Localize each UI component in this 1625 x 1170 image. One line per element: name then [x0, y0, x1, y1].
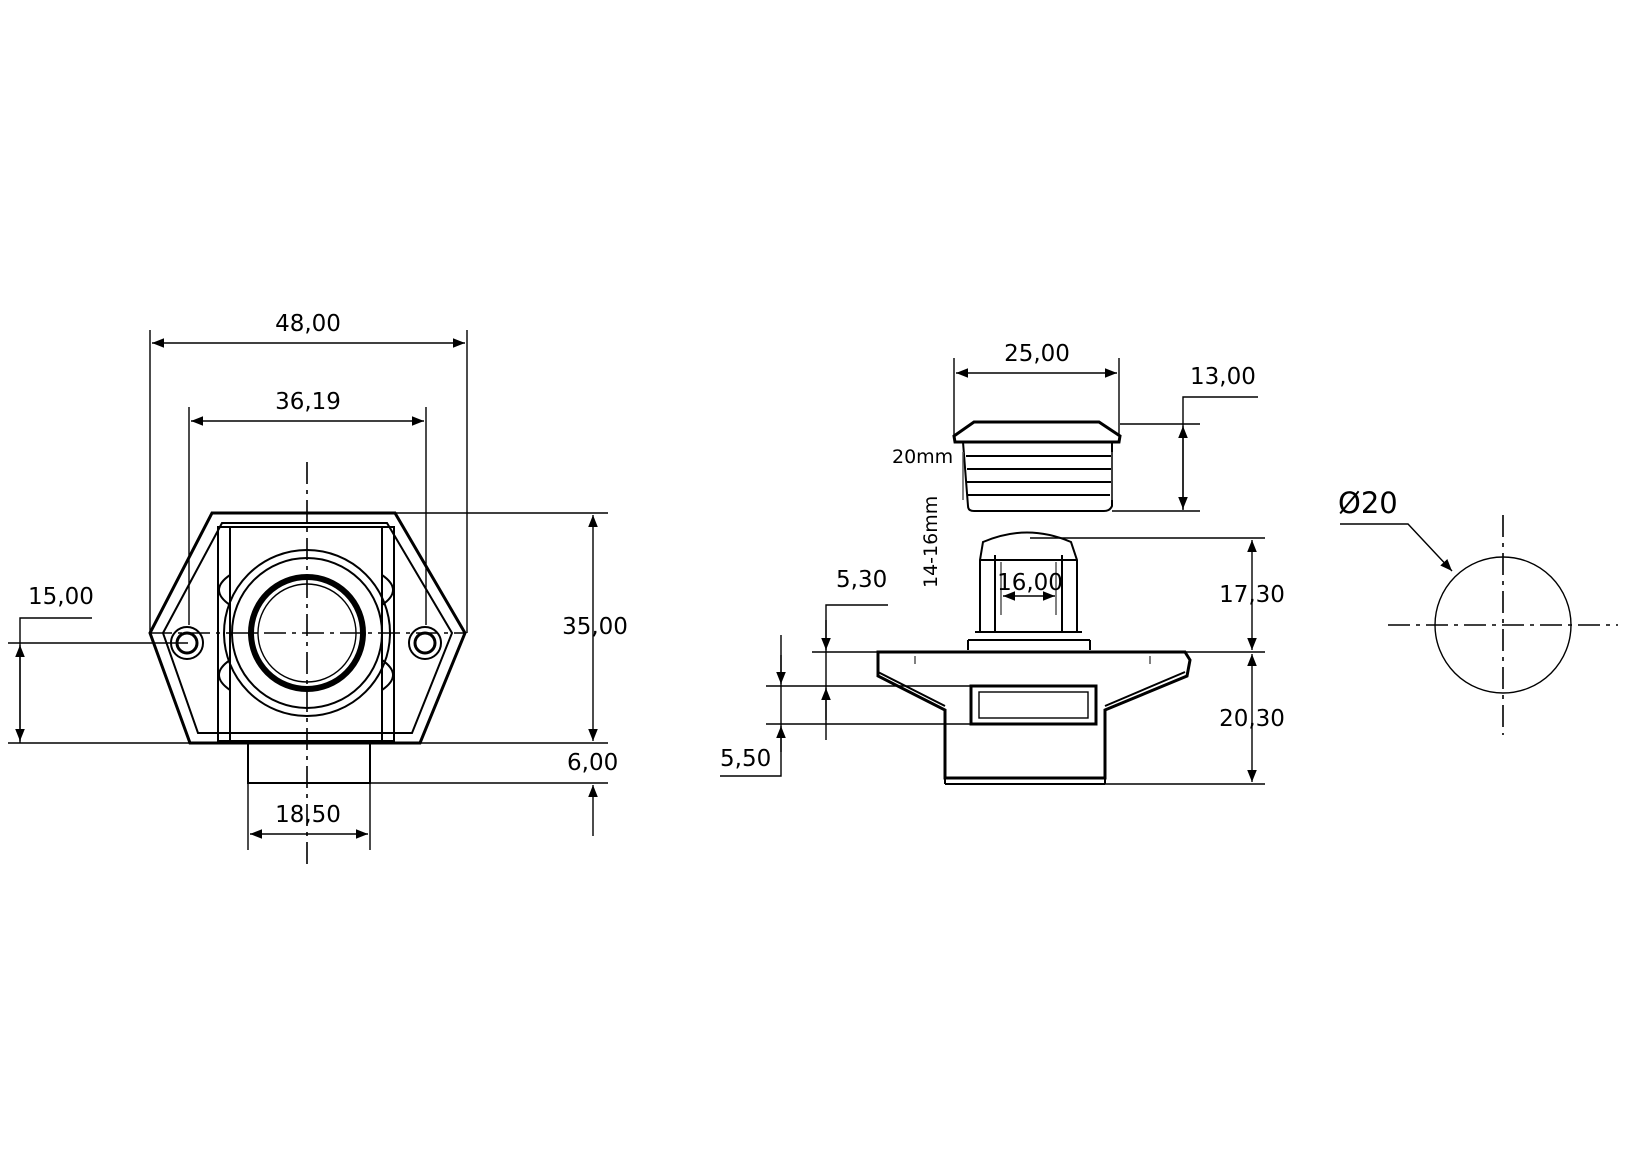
dim-hole-spacing: 36,19	[275, 389, 341, 415]
side-flange	[876, 650, 1192, 780]
dim-cap-width: 25,00	[1004, 341, 1070, 367]
side-ribbed-plug	[961, 441, 1113, 512]
front-body-box	[217, 526, 395, 742]
dim-slot-height: 5,50	[720, 746, 771, 772]
dim-cap-height: 13,00	[1190, 364, 1256, 390]
dim-hole-diameter: Ø20	[1338, 486, 1398, 520]
note-cap-diameter: 20mm	[892, 446, 953, 468]
side-view: 25,00 13,00 20mm 14-16mm 16,00 17,30 20,…	[720, 341, 1285, 785]
dim-body-height: 20,30	[1219, 706, 1285, 732]
dim-stem-depth: 6,00	[567, 750, 618, 776]
dim-button-width: 16,00	[997, 570, 1063, 596]
dim-overall-width: 48,00	[275, 311, 341, 337]
front-view: 48,00 36,19 35,00 15,00 6,00 18,50	[8, 311, 628, 865]
dim-flange-height: 5,30	[836, 567, 887, 593]
dim-button-height: 17,30	[1219, 582, 1285, 608]
front-mount-hole-right	[408, 626, 442, 660]
note-panel-thickness: 14-16mm	[920, 496, 942, 588]
dim-height: 35,00	[562, 614, 628, 640]
dim-hole-offset: 15,00	[28, 584, 94, 610]
cutout-view: Ø20	[1338, 486, 1618, 735]
front-stem	[247, 742, 371, 784]
side-slot-window	[969, 684, 1098, 726]
side-cap-rim	[952, 420, 1122, 444]
dim-stem-width: 18,50	[275, 802, 341, 828]
